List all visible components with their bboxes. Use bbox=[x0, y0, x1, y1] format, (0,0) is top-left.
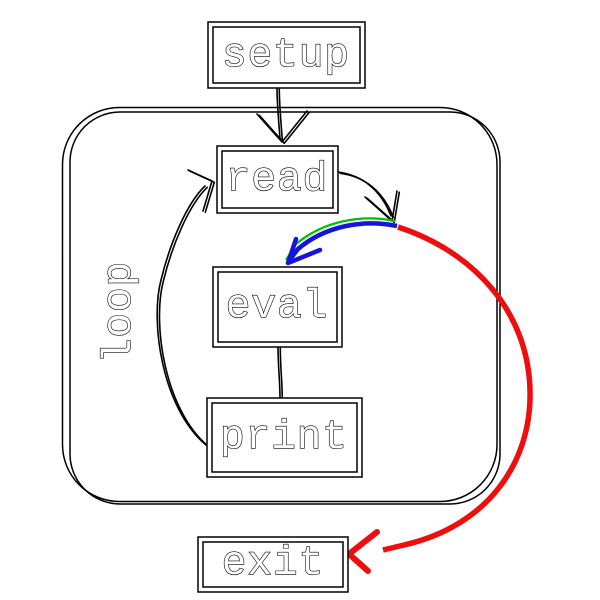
edge-eval-print bbox=[277, 346, 284, 401]
loop-cluster-label: loop bbox=[97, 261, 143, 363]
arrowhead-down-icon bbox=[256, 110, 308, 143]
node-exit bbox=[197, 536, 349, 593]
node-print-border-inner bbox=[211, 402, 358, 473]
node-eval-label: eval bbox=[226, 284, 328, 330]
edge-read-eval bbox=[285, 217, 398, 266]
edge-line bbox=[276, 87, 281, 140]
node-print-label: print bbox=[220, 415, 348, 461]
node-read-label: read bbox=[226, 157, 328, 203]
loop-cluster-border-inner bbox=[69, 111, 501, 505]
edge-line-red bbox=[382, 224, 533, 553]
green-trace bbox=[285, 217, 396, 261]
node-eval-border-inner bbox=[217, 271, 338, 343]
node-exit-border-inner bbox=[202, 541, 344, 588]
edge-print-read bbox=[156, 169, 216, 448]
arrowhead-red-icon bbox=[346, 529, 380, 574]
edge-setup-read bbox=[256, 87, 311, 145]
node-read-border-inner bbox=[221, 150, 334, 209]
arrowhead-right-icon bbox=[187, 169, 213, 212]
node-setup bbox=[207, 21, 366, 89]
edge-line-blue bbox=[289, 221, 398, 260]
node-setup-label: setup bbox=[222, 33, 350, 79]
edge-read-out bbox=[337, 171, 401, 224]
arrowhead-blue-icon bbox=[285, 236, 323, 266]
node-exit-label: exit bbox=[222, 541, 324, 587]
edge-line bbox=[277, 346, 281, 399]
edge-line bbox=[337, 171, 392, 217]
edge-line bbox=[156, 185, 207, 446]
edge-read-exit bbox=[346, 224, 533, 574]
node-read bbox=[216, 145, 339, 214]
node-print bbox=[206, 397, 363, 478]
node-setup-border-inner bbox=[212, 26, 361, 84]
node-eval bbox=[212, 266, 343, 348]
